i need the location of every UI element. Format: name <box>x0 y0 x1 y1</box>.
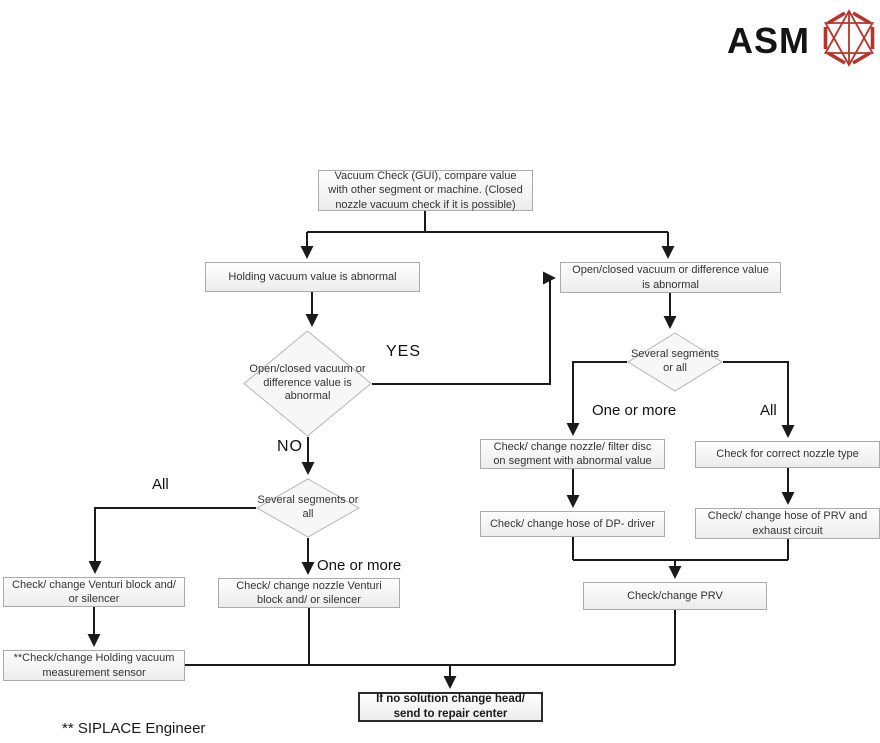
decision-segments-left-label: Several segments or all <box>257 494 359 520</box>
node-holding-vacuum-abnormal: Holding vacuum value is abnormal <box>205 262 420 292</box>
decision-segments-right-diamond: Several segments or all <box>627 332 723 392</box>
node-nozzle-venturi-block: Check/ change nozzle Venturi block and/ … <box>218 578 400 608</box>
node-correct-nozzle-type: Check for correct nozzle type <box>695 441 880 468</box>
decision-segments-left-diamond: Several segments or all <box>256 478 360 538</box>
decision-segments-right-label: Several segments or all <box>630 348 720 374</box>
asm-logo: ASM <box>727 8 878 73</box>
asm-logo-text: ASM <box>727 19 810 61</box>
node-open-closed-abnormal: Open/closed vacuum or difference value i… <box>560 262 781 293</box>
node-holding-sensor: **Check/change Holding vacuum measuremen… <box>3 650 185 681</box>
node-venturi-block: Check/ change Venturi block and/ or sile… <box>3 577 185 607</box>
siplace-engineer-footnote: ** SIPLACE Engineer <box>62 720 206 737</box>
edge-label-no: NO <box>277 438 303 455</box>
asm-hexagon-icon <box>820 8 878 73</box>
decision-open-closed-label: Open/closed vacuum or difference value i… <box>249 362 366 403</box>
edge-label-one-or-more-right: One or more <box>592 402 677 419</box>
node-check-prv: Check/change PRV <box>583 582 767 610</box>
decision-open-closed-diamond: Open/closed vacuum or difference value i… <box>243 330 372 437</box>
node-prv-hose: Check/ change hose of PRV and exhaust ci… <box>695 508 880 539</box>
edge-label-all-left: All <box>152 476 169 493</box>
node-dp-driver-hose: Check/ change hose of DP- driver <box>480 511 665 537</box>
node-nozzle-filter-disc: Check/ change nozzle/ filter disc on seg… <box>480 439 665 469</box>
node-final-repair-center: If no solution change head/ send to repa… <box>358 692 543 722</box>
edge-label-one-or-more-left: One or more <box>317 557 402 574</box>
node-start: Vacuum Check (GUI), compare value with o… <box>318 170 533 211</box>
edge-label-all-right: All <box>760 402 777 419</box>
edge-label-yes: YES <box>386 343 422 360</box>
